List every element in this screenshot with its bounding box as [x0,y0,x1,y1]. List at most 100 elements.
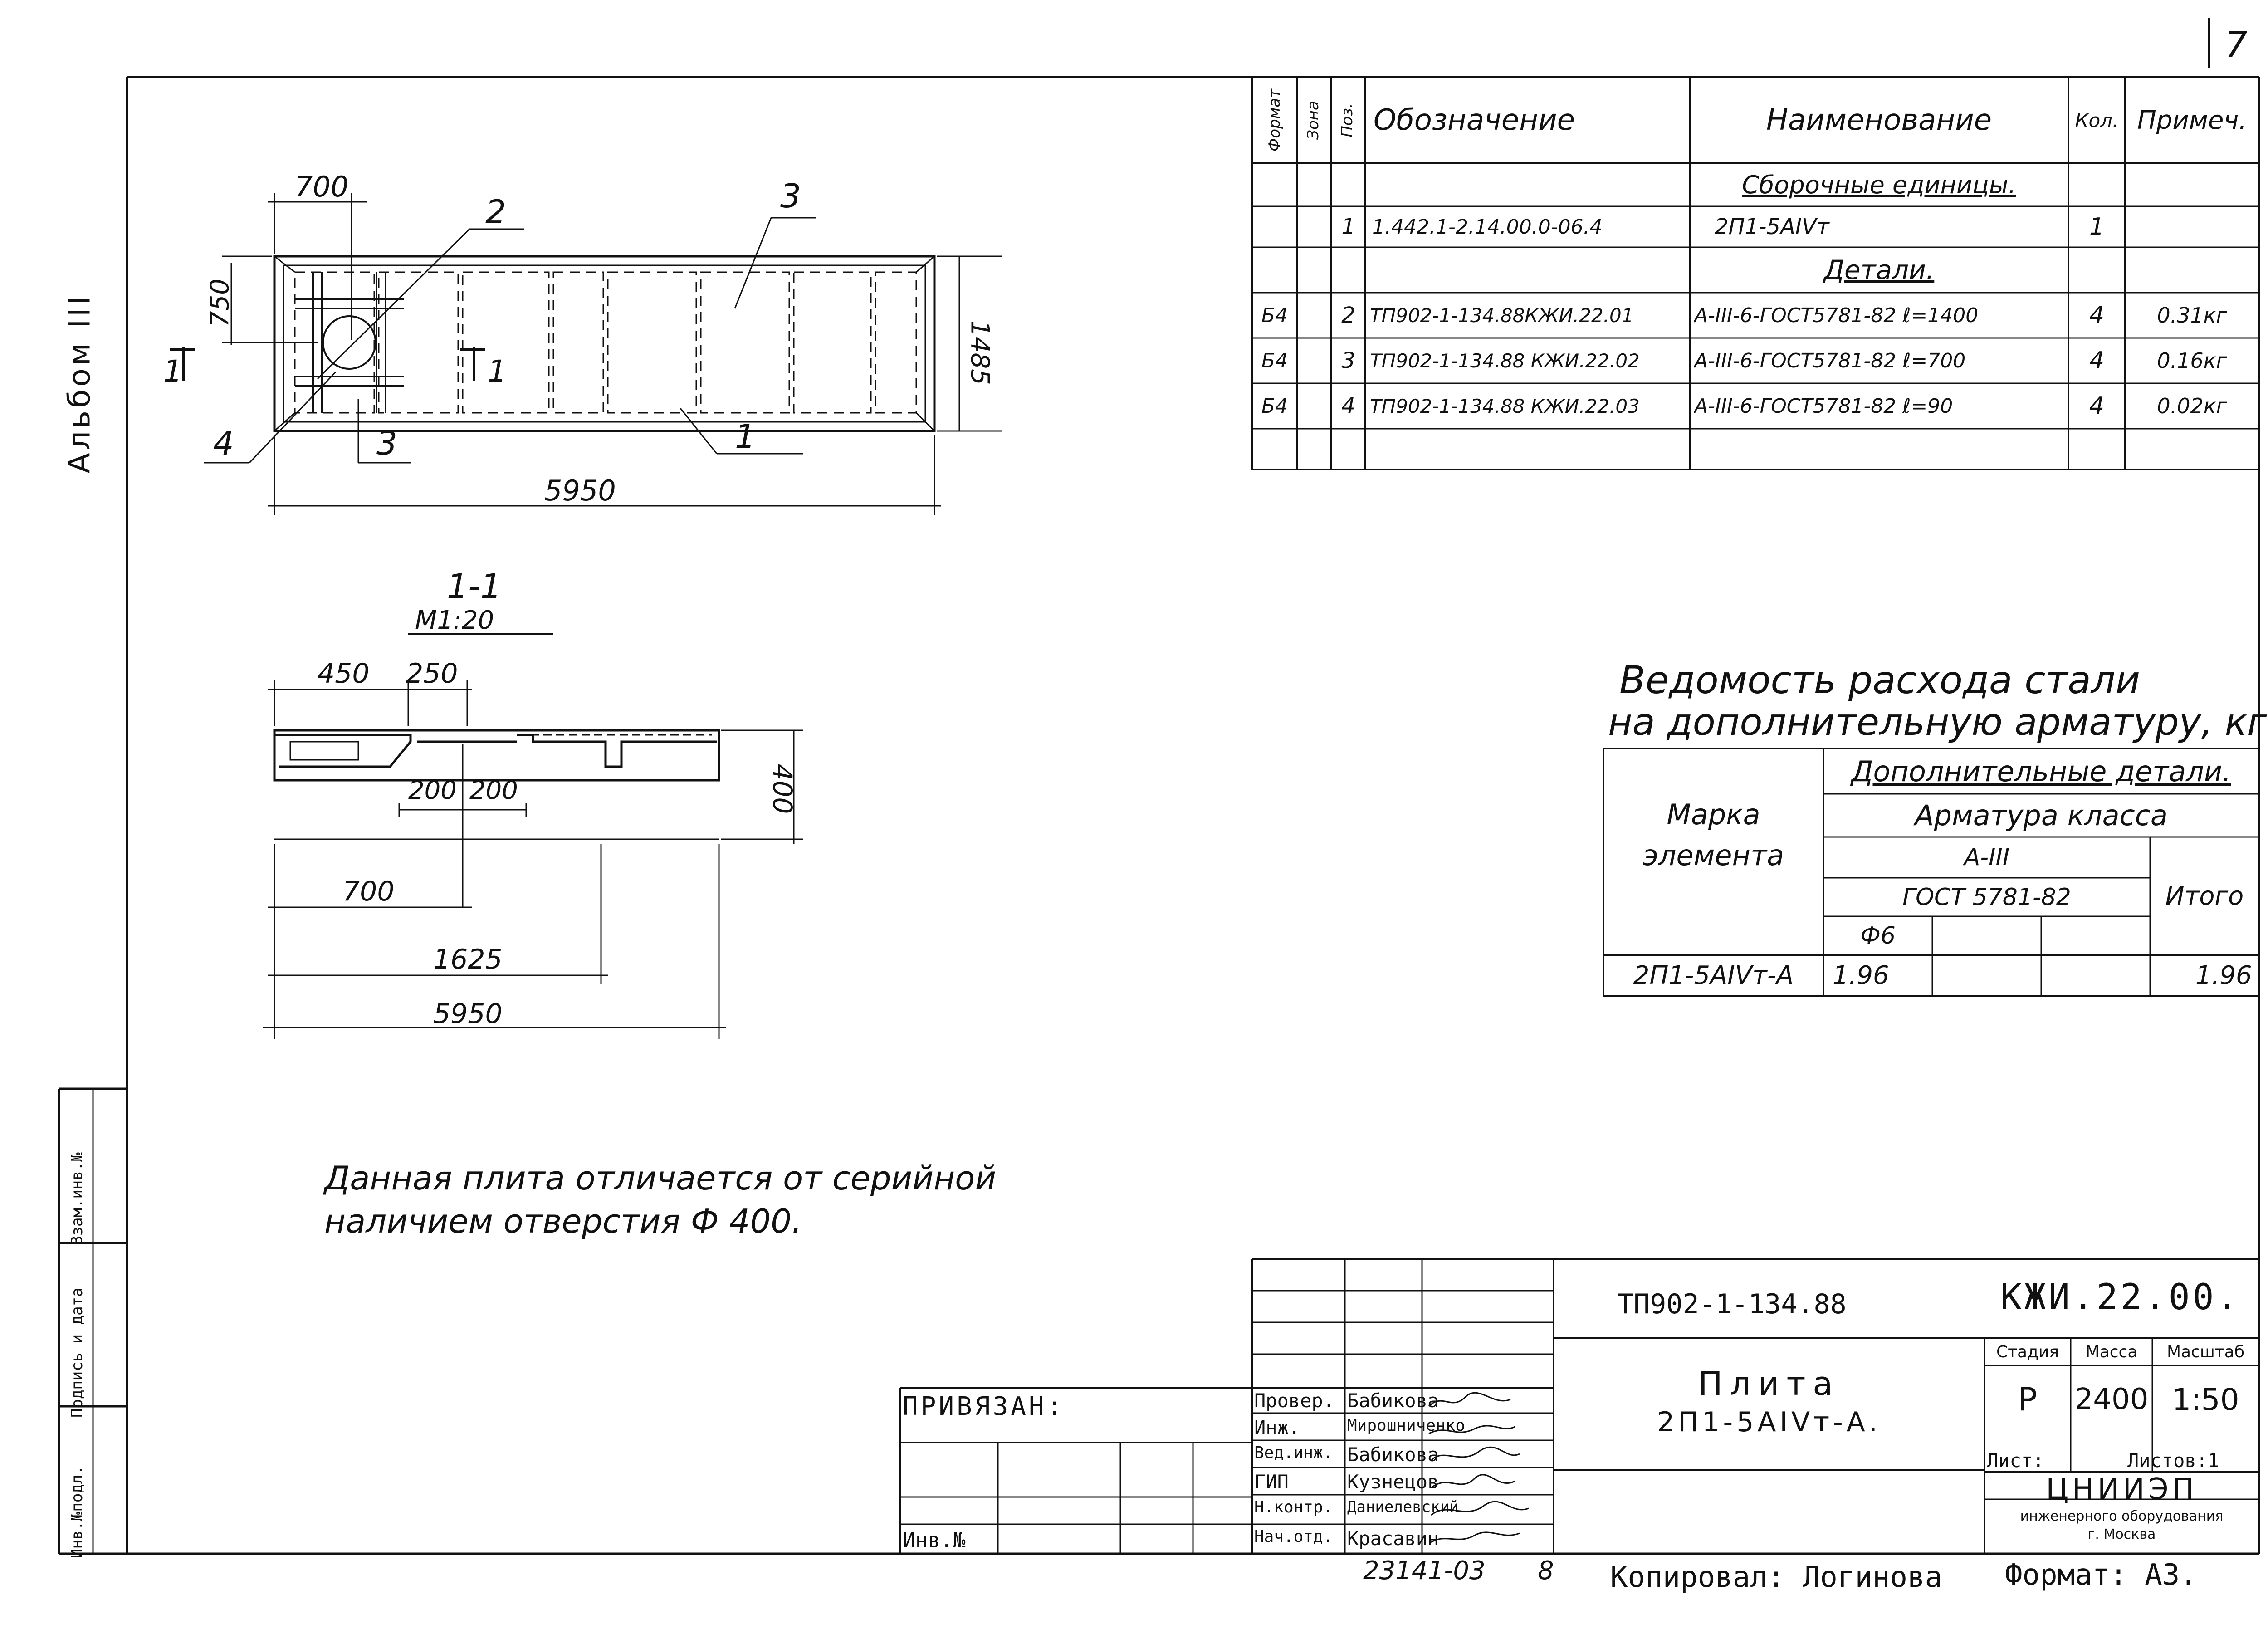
section-dim-5950: 5950 [433,998,503,1030]
role-4-name: Кузнецов [1347,1471,1439,1493]
steel-h-rebar-class: Арматура класса [1915,799,2168,832]
item-name-2: 2П1-5АIVт-А. [1657,1406,1881,1438]
role-6: Нач.отд. [1254,1527,1333,1546]
plan-dim-750: 750 [205,279,235,327]
spec-row3-format: Б4 [1261,349,1288,372]
steel-row-total: 1.96 [2195,960,2252,990]
plan-dim-5950: 5950 [544,474,616,507]
spec-row2-format: Б4 [1261,303,1288,327]
plan-callout-1: 1 [735,417,756,455]
spec-row3-note: 0.16кг [2157,348,2227,373]
spec-row2-designation: ТП902-1-134.88КЖИ.22.01 [1370,304,1634,327]
mass-value: 2400 [2074,1383,2149,1416]
spec-row3-pos: 3 [1341,348,1355,373]
plan-callout-3b: 3 [376,424,397,462]
spec-row1-designation: 1.442.1-2.14.00.0-06.4 [1372,215,1603,239]
spec-row4-name: А-III-6-ГОСТ5781-82 ℓ=90 [1694,394,1953,418]
scale-value: 1:50 [2172,1382,2239,1417]
steel-row-value: 1.96 [1833,960,1889,990]
spec-h-qty: Кол. [2075,109,2119,132]
format-label: Формат: А3. [2005,1558,2197,1592]
footer-8: 8 [1538,1556,1554,1585]
scale-header: Масштаб [2166,1342,2245,1361]
spec-h-zone: Зона [1304,101,1322,140]
strip-signature-date: Подпись и дата [68,1287,86,1418]
spec-section-parts: Детали. [1823,254,1935,285]
steel-h-element-1: Марка [1667,797,1760,831]
spec-row3-name: А-III-6-ГОСТ5781-82 ℓ=700 [1694,349,1966,372]
steel-h-total: Итого [2165,881,2244,911]
role-5: Н.контр. [1254,1498,1333,1517]
section-scale: М1:20 [415,606,494,635]
role-4: ГИП [1254,1471,1289,1493]
spec-row4-format: Б4 [1261,394,1288,418]
binding-label: ПРИВЯЗАН: [903,1392,1065,1421]
steel-title-1: Ведомость расхода стали [1619,658,2141,702]
plan-dim-700: 700 [295,170,349,203]
spec-row1-pos: 1 [1341,214,1355,240]
item-name-1: Плита [1698,1365,1840,1403]
role-3-name: Бабикова [1347,1443,1439,1466]
spec-h-name: Наименование [1766,103,1992,137]
section-dim-200a: 200 [408,776,457,805]
spec-row4-qty: 4 [2089,392,2105,420]
section-dim-200b: 200 [469,776,518,805]
signatures [1428,1392,1529,1543]
album-label: Альбом III [62,294,97,474]
binding-inv-no: Инв.№ [903,1528,966,1552]
plan-cut-left: 1 [163,354,182,389]
role-6-name: Красавин [1347,1527,1439,1550]
section-dim-400: 400 [767,763,798,814]
org-subtitle: инженерного оборудования [2020,1508,2224,1524]
stage-value: Р [2018,1381,2038,1418]
spec-h-format: Формат [1266,89,1284,152]
note-line-2: наличием отверстия Ф 400. [324,1202,802,1240]
spec-h-designation: Обозначение [1373,103,1575,137]
project-code: ТП902-1-134.88 [1617,1288,1847,1320]
spec-row2-note: 0.31кг [2157,303,2227,328]
role-2: Инж. [1254,1416,1300,1438]
steel-h-element-2: элемента [1642,838,1784,872]
role-3: Вед.инж. [1254,1443,1333,1462]
plan-callout-2: 2 [485,193,506,231]
spec-row4-pos: 4 [1341,393,1355,419]
stage-header: Стадия [1996,1342,2059,1361]
plan-cut-right: 1 [488,354,507,389]
strip-inv-orig: Инв.№подл. [68,1465,86,1558]
spec-row1-name: 2П1-5АIVт [1715,214,1829,240]
section-dim-250: 250 [406,658,458,690]
role-1-name: Бабикова [1347,1389,1439,1412]
sheet-header: Лист: [1987,1449,2044,1472]
copied-by: Копировал: Логинова [1610,1561,1943,1594]
steel-title-2: на дополнительную арматуру, кг. [1608,701,2268,744]
section-title: 1-1 [447,567,502,606]
footer-number: 23141-03 [1363,1556,1486,1585]
spec-row2-name: А-III-6-ГОСТ5781-82 ℓ=1400 [1694,303,1979,327]
spec-row3-designation: ТП902-1-134.88 КЖИ.22.02 [1370,349,1640,372]
plan-dim-1485: 1485 [965,320,995,385]
spec-h-note: Примеч. [2137,105,2247,135]
plan-callout-3a: 3 [780,177,801,215]
role-2-name: Мирошниченко [1347,1416,1466,1435]
spec-row4-note: 0.02кг [2157,394,2227,418]
spec-row2-pos: 2 [1341,303,1355,328]
sheet-number: 7 [2225,25,2248,66]
section-dim-1625: 1625 [433,944,503,975]
section-dim-700: 700 [342,876,395,907]
spec-h-pos: Поз. [1338,103,1356,137]
section-dim-450: 450 [318,658,370,690]
steel-h-gost: ГОСТ 5781-82 [1902,883,2071,911]
spec-row4-designation: ТП902-1-134.88 КЖИ.22.03 [1370,395,1640,417]
sheets-header: Листов:1 [2127,1449,2219,1472]
spec-row3-qty: 4 [2089,347,2105,374]
steel-h-additional: Дополнительные детали. [1851,754,2231,788]
steel-h-dia: Ф6 [1860,922,1896,949]
role-5-name: Даниелевский [1347,1498,1459,1516]
mass-header: Масса [2085,1342,2138,1361]
role-1: Провер. [1254,1389,1335,1412]
org-name: ЦНИИЭП [2046,1473,2198,1505]
plan-callout-4: 4 [213,424,234,462]
spec-section-assembly: Сборочные единицы. [1742,171,2016,199]
steel-row-mark: 2П1-5АIVт-А [1633,960,1794,990]
